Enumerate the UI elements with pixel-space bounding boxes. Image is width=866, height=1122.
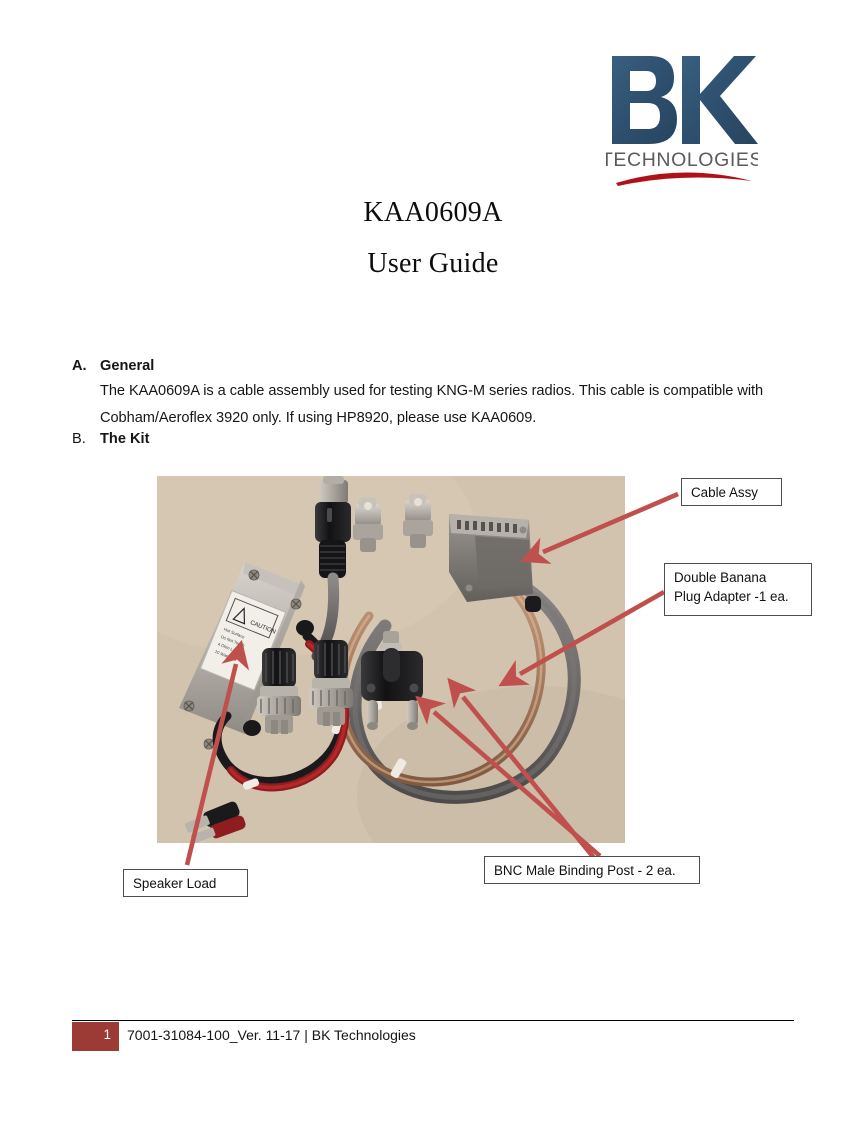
callout-bnc-binding-post-line-1: BNC Male Binding Post - 2 ea. <box>494 863 676 878</box>
kit-photo: CAUTION Hot Surface Do Not Touch 4 Ohm L… <box>157 476 625 843</box>
section-b-marker: B. <box>72 431 86 447</box>
page-number-badge: 1 <box>72 1022 119 1051</box>
bnc-plug-top-right <box>403 494 433 548</box>
bnc-binding-post-1 <box>257 648 301 734</box>
logo-letter-b <box>612 56 677 144</box>
callout-speaker-load: Speaker Load <box>123 869 248 897</box>
callout-bnc-binding-post: BNC Male Binding Post - 2 ea. <box>484 856 700 884</box>
double-banana-plug-adapter <box>361 631 423 730</box>
page-title: KAA0609A <box>363 197 503 228</box>
footer-text: 7001-31084-100_Ver. 11-17 | BK Technolog… <box>127 1027 416 1043</box>
callout-double-banana-line-2: Plug Adapter -1 ea. <box>674 589 789 604</box>
callout-cable-assy: Cable Assy <box>681 478 782 506</box>
section-a-line-1: The KAA0609A is a cable assembly used fo… <box>100 383 764 399</box>
logo-subtext: TECHNOLOGIES <box>606 149 758 171</box>
callout-speaker-load-line-1: Speaker Load <box>133 876 217 891</box>
callout-cable-assy-line-1: Cable Assy <box>691 485 758 500</box>
section-a-marker: A. <box>72 358 87 374</box>
logo-letter-k <box>682 56 758 144</box>
section-a-heading: General <box>100 358 155 374</box>
bk-technologies-logo: TECHNOLOGIES <box>606 50 758 186</box>
logo-swoosh-icon <box>616 172 752 186</box>
section-a-line-2: Cobham/Aeroflex 3920 only. If using HP89… <box>100 410 537 426</box>
page-subtitle: User Guide <box>367 248 499 279</box>
callout-double-banana: Double Banana Plug Adapter -1 ea. <box>664 563 812 616</box>
bnc-plug-top-left <box>353 498 383 552</box>
bnc-binding-post-2 <box>309 640 353 726</box>
footer-divider <box>72 1020 794 1021</box>
dsub-connector <box>449 514 541 612</box>
section-b-heading: The Kit <box>100 431 150 447</box>
callout-double-banana-line-1: Double Banana <box>674 570 767 585</box>
